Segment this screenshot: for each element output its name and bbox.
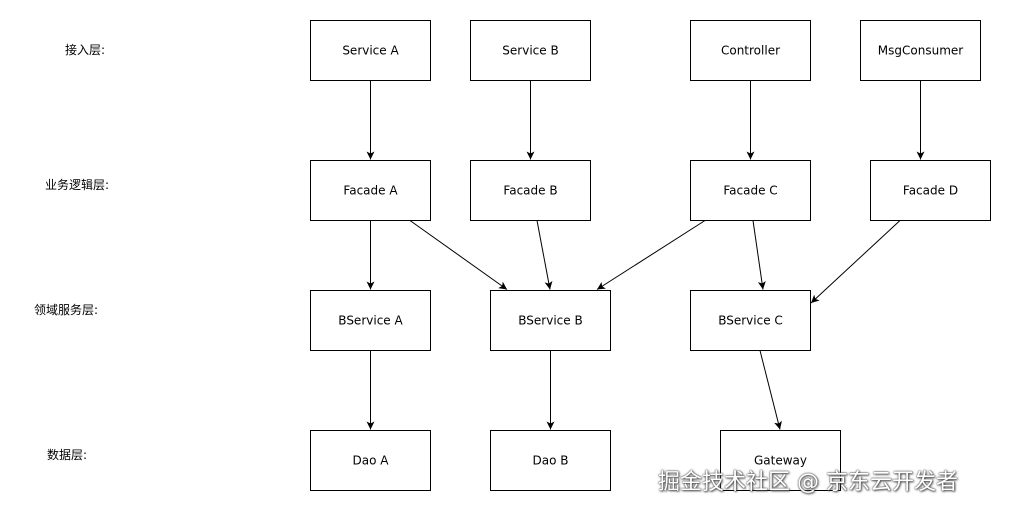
edge-facade-a-to-bservice-b bbox=[409, 220, 508, 290]
node-gateway[interactable]: Gateway bbox=[720, 430, 841, 491]
node-dao-b[interactable]: Dao B bbox=[490, 430, 611, 491]
layer-label-domain: 领域服务层: bbox=[34, 302, 98, 317]
node-label: Service B bbox=[502, 44, 558, 58]
node-label: Service A bbox=[342, 44, 399, 58]
node-facade-c[interactable]: Facade C bbox=[690, 160, 811, 221]
node-controller[interactable]: Controller bbox=[690, 20, 811, 81]
node-label: Facade C bbox=[723, 184, 777, 198]
layer-label-access: 接入层: bbox=[65, 42, 105, 57]
node-bservice-b[interactable]: BService B bbox=[490, 290, 611, 351]
node-service-a[interactable]: Service A bbox=[310, 20, 431, 81]
node-label: Facade A bbox=[343, 184, 398, 198]
node-facade-b[interactable]: Facade B bbox=[470, 160, 591, 221]
node-label: Dao B bbox=[533, 454, 569, 468]
node-label: Controller bbox=[721, 44, 780, 58]
edge-bservice-c-to-gateway bbox=[759, 350, 782, 430]
node-service-b[interactable]: Service B bbox=[470, 20, 591, 81]
node-label: BService A bbox=[338, 314, 403, 328]
node-msgconsumer[interactable]: MsgConsumer bbox=[860, 20, 981, 81]
node-bservice-a[interactable]: BService A bbox=[310, 290, 431, 351]
node-facade-a[interactable]: Facade A bbox=[310, 160, 431, 221]
node-label: Facade D bbox=[903, 184, 958, 198]
node-facade-d[interactable]: Facade D bbox=[870, 160, 991, 221]
node-label: Facade B bbox=[503, 184, 557, 198]
layer-label-data: 数据层: bbox=[47, 447, 87, 462]
layer-label-logic: 业务逻辑层: bbox=[45, 177, 109, 192]
node-label: Dao A bbox=[353, 454, 390, 468]
edge-facade-d-to-bservice-c bbox=[810, 220, 901, 304]
node-dao-a[interactable]: Dao A bbox=[310, 430, 431, 491]
edge-facade-b-to-bservice-b bbox=[536, 220, 553, 290]
edge-facade-c-to-bservice-b bbox=[596, 220, 706, 290]
edges-group bbox=[366, 80, 925, 430]
edge-facade-c-to-bservice-c bbox=[752, 220, 766, 290]
node-label: BService C bbox=[718, 314, 783, 328]
node-bservice-c[interactable]: BService C bbox=[690, 290, 811, 351]
watermark-text: 掘金技术社区 @ 京东云开发者 bbox=[658, 470, 958, 495]
node-label: MsgConsumer bbox=[878, 44, 963, 58]
node-label: BService B bbox=[518, 314, 582, 328]
node-label: Gateway bbox=[754, 454, 807, 468]
